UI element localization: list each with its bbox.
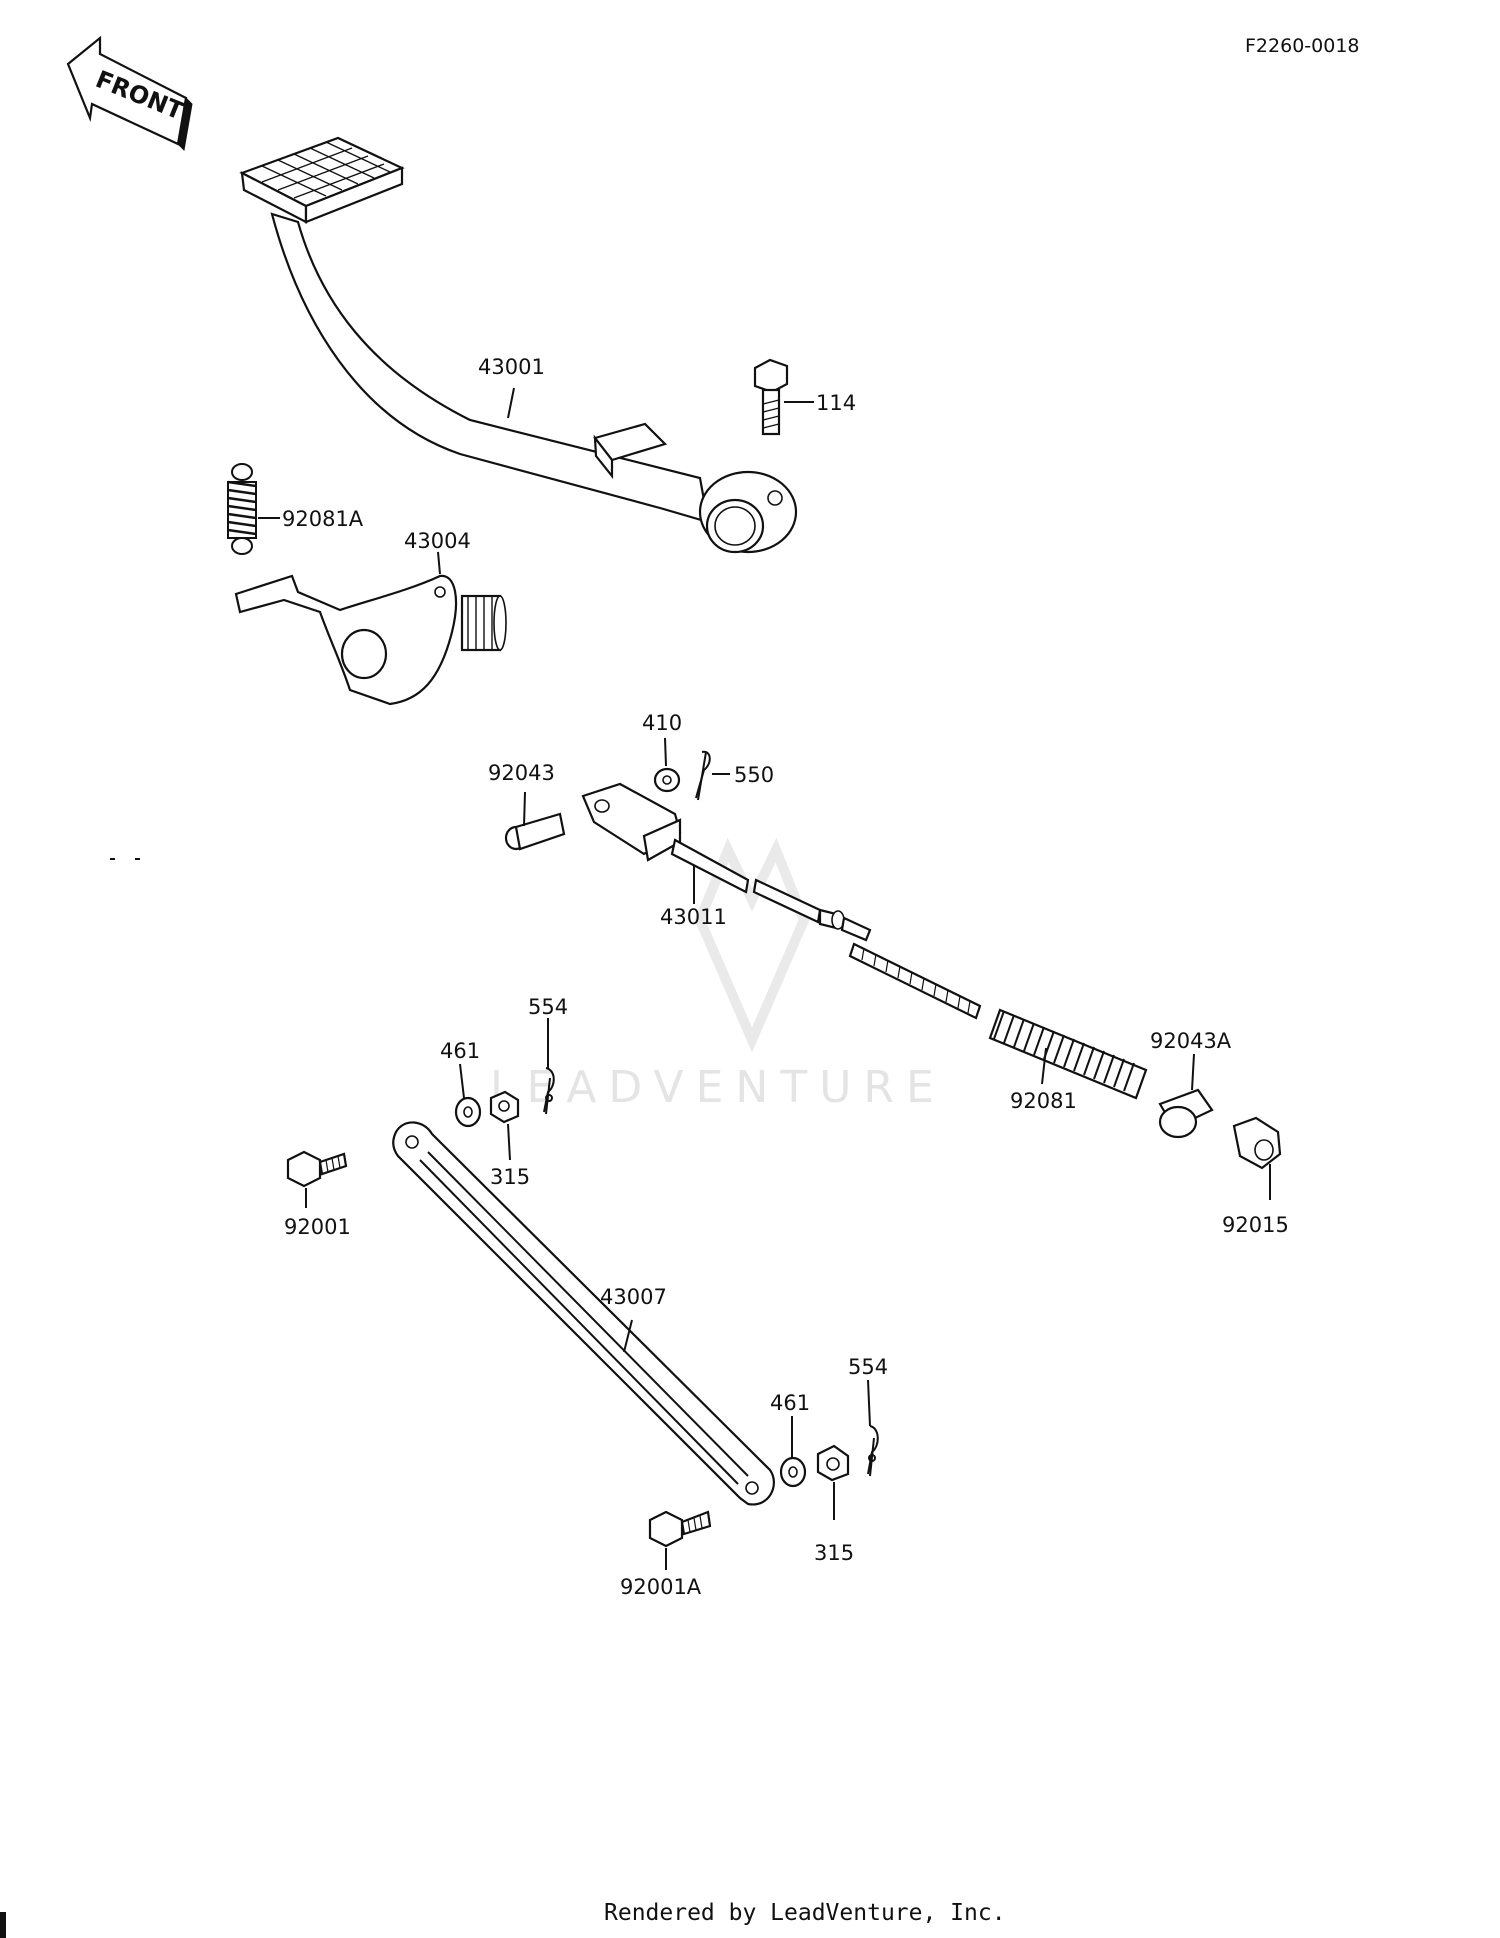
- label-43011: 43011: [660, 905, 727, 929]
- washer-461-upper: [454, 1096, 482, 1128]
- front-arrow-icon: FRONT: [66, 35, 193, 152]
- brake-arm-43004: [234, 574, 507, 706]
- label-550: 550: [734, 763, 774, 787]
- spring-92081A: [227, 463, 257, 555]
- bolt-114: [753, 358, 789, 436]
- label-43007: 43007: [600, 1285, 667, 1309]
- label-461-lower: 461: [770, 1391, 810, 1415]
- label-114: 114: [816, 391, 856, 415]
- brake-pedal-43001: [239, 136, 798, 554]
- bolt-92001: [286, 1150, 348, 1188]
- label-92081: 92081: [1010, 1089, 1077, 1113]
- label-554-upper: 554: [528, 995, 568, 1019]
- clip-554-lower: [867, 1425, 879, 1477]
- label-92043A: 92043A: [1150, 1029, 1232, 1053]
- washer-461-lower: [779, 1456, 807, 1488]
- label-554-lower: 554: [848, 1355, 888, 1379]
- label-410: 410: [642, 711, 682, 735]
- link-rod-43007: [392, 1121, 775, 1506]
- nut-92015: [1232, 1116, 1282, 1170]
- label-92015: 92015: [1222, 1213, 1289, 1237]
- watermark-logo: LEADVENTURE: [490, 837, 946, 1113]
- label-92043: 92043: [488, 761, 555, 785]
- label-43004: 43004: [404, 529, 471, 553]
- clip-554-upper: [543, 1067, 555, 1115]
- label-92001A: 92001A: [620, 1575, 702, 1599]
- nut-315-lower: [816, 1444, 850, 1482]
- cotter-pin-550: [695, 750, 711, 801]
- nut-315-upper: [489, 1090, 520, 1124]
- label-92081A: 92081A: [282, 507, 364, 531]
- spring-92081: [988, 1008, 1148, 1100]
- brake-rod-43011: [581, 782, 982, 1020]
- label-461-upper: 461: [440, 1039, 480, 1063]
- pin-92043: [504, 812, 566, 851]
- watermark-text: LEADVENTURE: [490, 1062, 946, 1113]
- joint-92043A: [1158, 1088, 1214, 1139]
- label-315-upper: 315: [490, 1165, 530, 1189]
- scan-marks: [0, 858, 140, 1938]
- label-92001: 92001: [284, 1215, 351, 1239]
- label-315-lower: 315: [814, 1541, 854, 1565]
- leader-lines: [258, 387, 1271, 1570]
- footer-credit: Rendered by LeadVenture, Inc.: [604, 1900, 1006, 1926]
- bolt-92001A: [648, 1510, 712, 1548]
- washer-410: [653, 767, 681, 793]
- label-43001: 43001: [478, 355, 545, 379]
- diagram-code: F2260-0018: [1245, 35, 1360, 57]
